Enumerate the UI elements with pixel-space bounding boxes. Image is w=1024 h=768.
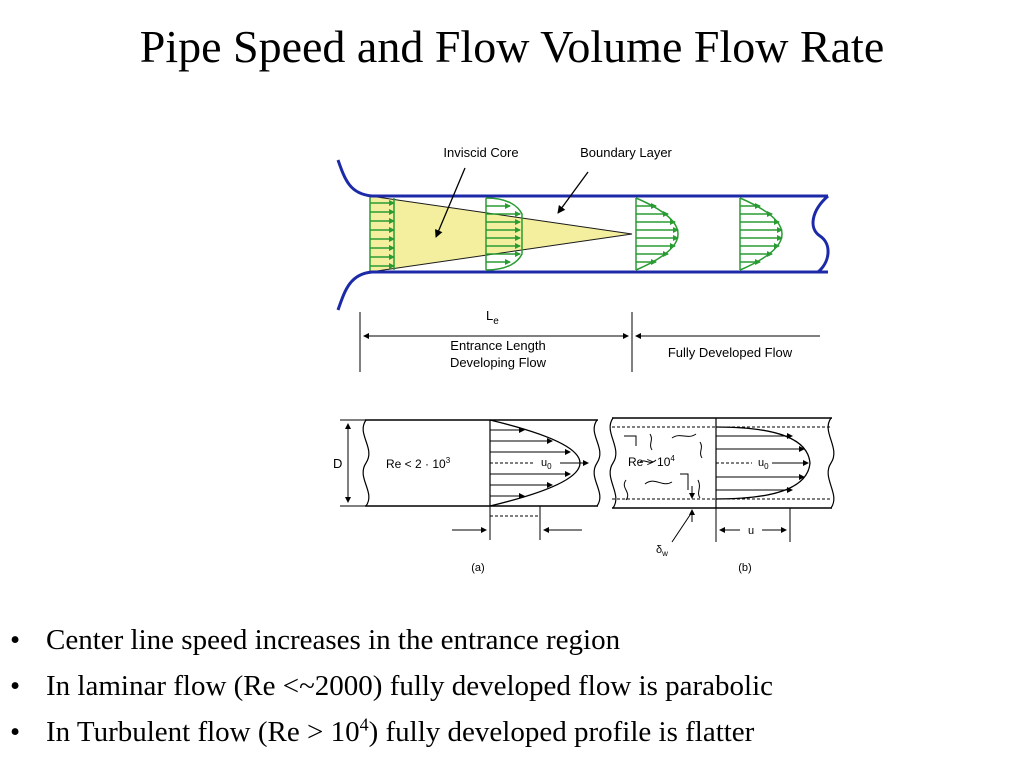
laminar-u0-label: u0 <box>541 457 552 471</box>
bullet-text-post: ) fully developed profile is flatter <box>368 716 755 748</box>
pipe-cut-end <box>811 194 830 274</box>
turbulent-break-left <box>609 417 617 509</box>
inlet-uniform-profile <box>369 198 395 270</box>
laminar-break-left <box>362 419 370 507</box>
turbulent-u-label: u <box>748 525 754 537</box>
bullet-item-laminar: • In laminar flow (Re <~2000) fully devel… <box>10 664 773 710</box>
caption-a: (a) <box>471 562 484 574</box>
bullet-text: In laminar flow (Re <~2000) fully develo… <box>46 670 774 702</box>
developing-flow-label: Developing Flow <box>450 355 547 370</box>
bullet-text: Center line speed increases in the entra… <box>46 624 621 656</box>
inviscid-core-region <box>369 195 633 273</box>
bullet-marker: • <box>10 670 21 702</box>
turbulent-reynolds-label: Re > 104 <box>628 454 675 469</box>
laminar-reynolds-label: Re < 2 · 103 <box>386 456 451 471</box>
boundary-layer-pointer <box>557 171 589 214</box>
entrance-length-symbol: Le <box>486 308 499 327</box>
fully-developed-label: Fully Developed Flow <box>668 345 793 360</box>
bullet-marker: • <box>10 716 21 748</box>
bullet-marker: • <box>10 624 21 656</box>
laminar-flow-diagram: D Re < 2 · 103 u0 (a) <box>333 419 601 574</box>
inviscid-core-pointer <box>435 167 466 238</box>
wall-thickness-label: δw <box>656 544 668 558</box>
turbulent-break-right <box>827 417 835 509</box>
wall-thickness-marker <box>671 486 695 543</box>
developing-profile <box>485 197 523 271</box>
turbulent-u0-label: u0 <box>758 457 769 471</box>
entrance-length-label: Entrance Length <box>450 338 545 353</box>
diameter-label: D <box>333 456 342 471</box>
laminar-break-right <box>593 419 601 507</box>
bullet-exponent: 4 <box>359 714 369 735</box>
pipe-wall-top <box>336 159 828 198</box>
entrance-flow-diagram: Inviscid Core Boundary Layer Le Entrance… <box>336 145 830 372</box>
turbulent-flat-profile <box>715 418 811 508</box>
caption-b: (b) <box>738 562 751 574</box>
inviscid-core-label: Inviscid Core <box>443 145 518 160</box>
bullet-text-pre: In Turbulent flow (Re > 10 <box>46 716 360 748</box>
boundary-layer-label: Boundary Layer <box>580 145 672 160</box>
parabolic-profile-1 <box>635 197 679 271</box>
bullet-item-turbulent: • In Turbulent flow (Re > 104) fully deve… <box>10 710 773 756</box>
bullet-list: • Center line speed increases in the entr… <box>10 618 773 756</box>
turbulent-flow-diagram: Re > 104 u0 δw u (b <box>609 417 835 574</box>
parabolic-profile-2 <box>739 197 783 271</box>
bullet-item-entrance: • Center line speed increases in the entr… <box>10 618 773 664</box>
slide-title: Pipe Speed and Flow Volume Flow Rate <box>139 21 885 72</box>
turbulent-eddies <box>623 433 703 501</box>
laminar-parabolic-profile <box>489 419 589 507</box>
pipe-wall-bottom <box>336 270 828 311</box>
